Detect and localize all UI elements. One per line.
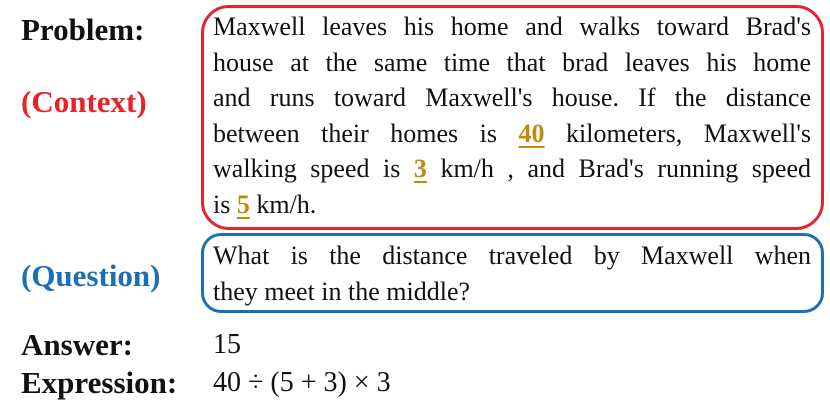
question-text: What is the distance traveled by Maxwell… [213,238,811,309]
context-line: between their homes is 40 kilometers, Ma… [213,116,811,152]
context-text-fragment: kilometers, Maxwell's [566,118,812,148]
expression-label: Expression: [21,365,178,400]
answer-label: Answer: [21,327,133,362]
context-line: walking speed is 3 km/h , and Brad's run… [213,151,811,187]
expression-value: 40 ÷ (5 + 3) × 3 [213,367,391,398]
context-text-fragment: is [213,189,231,219]
context-box [201,5,824,230]
question-box [201,233,824,313]
question-line: What is the distance traveled by Maxwell… [213,241,811,270]
question-label: (Question) [21,258,161,293]
context-text-fragment: walking speed is [213,154,401,183]
context-text: Maxwell leaves his home and walks toward… [213,9,811,222]
context-line: Maxwell leaves his home and walks toward… [213,12,811,41]
context-line: house at the same time that brad leaves … [213,47,811,77]
context-line: is 5 km/h. [213,187,811,223]
distance-number: 40 [518,118,545,148]
context-label: (Context) [21,84,147,119]
context-text-fragment: between their homes is [213,118,497,148]
maxwell-speed-number: 3 [413,154,427,183]
answer-value: 15 [213,329,241,360]
brad-speed-number: 5 [236,189,250,219]
context-line: and runs toward Maxwell's house. If the … [213,83,811,112]
context-text-fragment: km/h. [256,189,317,219]
question-line: they meet in the middle? [213,276,471,306]
problem-label: Problem: [21,12,145,47]
context-text-fragment: km/h , and Brad's running speed [440,154,811,183]
